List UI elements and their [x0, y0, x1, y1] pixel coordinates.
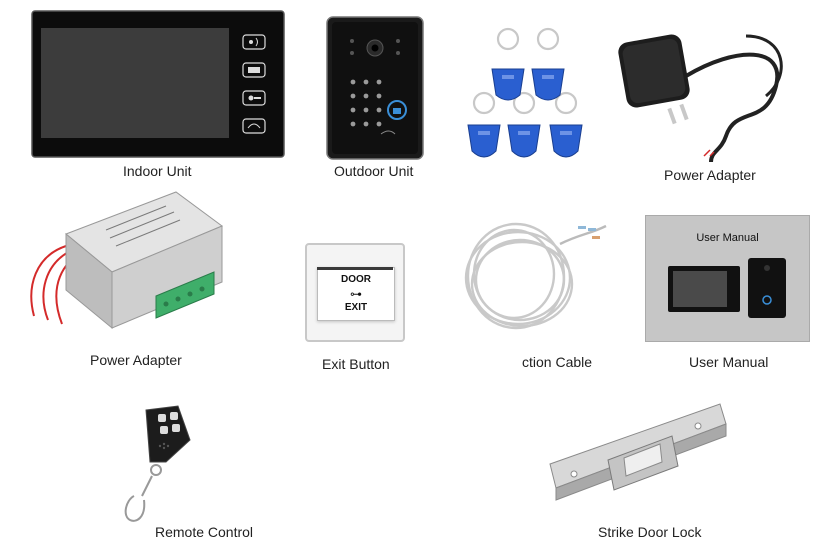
indoor-unit-caption: Indoor Unit: [123, 163, 192, 179]
exit-button-face: DOOR ⊶ EXIT: [317, 267, 395, 321]
strike-door-lock: [548, 402, 730, 512]
connection-cable-caption: ction Cable: [522, 354, 593, 370]
remote-control-caption: Remote Control: [155, 524, 254, 540]
manual-cover-image: [668, 258, 786, 318]
user-manual-caption: User Manual: [689, 354, 769, 370]
user-manual: User Manual: [645, 215, 810, 342]
exit-button-bottom-text: EXIT: [344, 302, 368, 313]
exit-button-top-text: DOOR: [341, 274, 371, 285]
outdoor-doorbell-image: [326, 16, 424, 160]
connection-cable: [460, 214, 610, 350]
power-adapter-wall-caption: Power Adapter: [664, 167, 756, 183]
rfid-tag-image: [467, 27, 583, 158]
power-adapter-box-caption: Power Adapter: [90, 352, 182, 368]
power-adapter-wall: [616, 16, 796, 162]
wall-adapter-image: [618, 34, 783, 162]
exit-button-device: DOOR ⊶ EXIT: [305, 243, 405, 342]
outdoor-unit: [326, 16, 424, 160]
user-manual-title: User Manual: [696, 232, 759, 244]
strike-door-lock-caption: Strike Door Lock: [598, 524, 702, 540]
rfid-tags: [466, 25, 592, 167]
indoor-monitor-image: [31, 10, 285, 158]
power-adapter-box: [26, 186, 226, 336]
key-icon: ⊶: [350, 287, 362, 301]
power-supply-box-image: [30, 191, 224, 330]
outdoor-unit-caption: Outdoor Unit: [334, 163, 414, 179]
remote-control: [116, 400, 196, 524]
strike-lock-image: [549, 403, 727, 501]
exit-button-caption: Exit Button: [322, 356, 390, 372]
cable-coil-image: [464, 222, 607, 330]
remote-control-image: [124, 405, 191, 522]
indoor-unit: [31, 10, 285, 158]
